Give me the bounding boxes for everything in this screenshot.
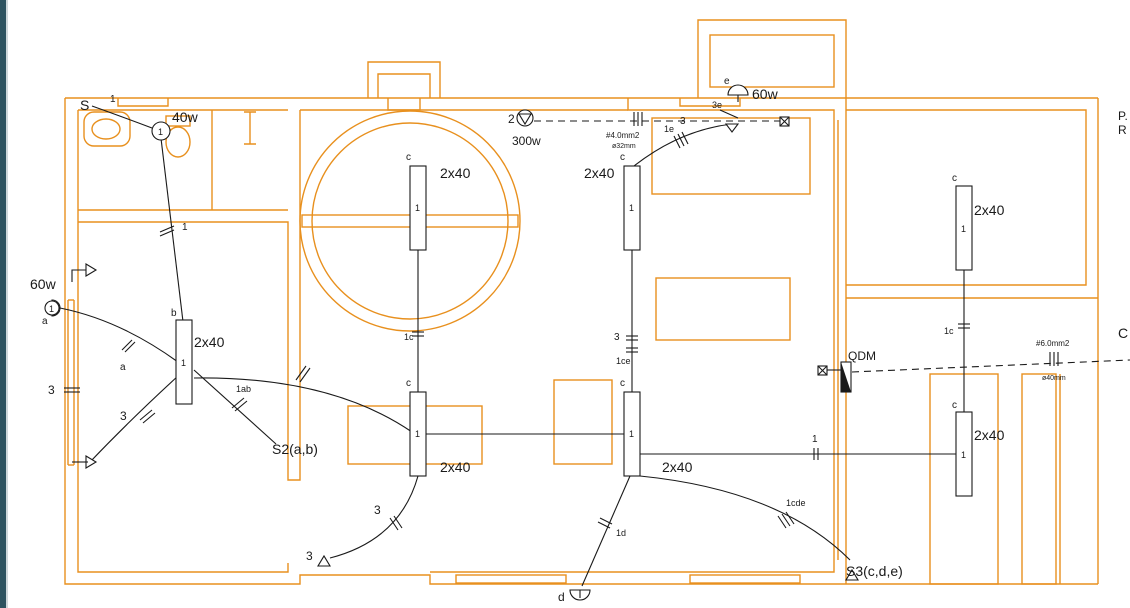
fixture-c-top-right: 1 c 2x40 bbox=[584, 152, 641, 251]
svg-text:1: 1 bbox=[629, 203, 634, 213]
svg-text:1: 1 bbox=[629, 429, 634, 439]
clipped-edge-text: P. R C bbox=[1118, 109, 1128, 341]
fixture-c-mid-center: 1 c 2x40 bbox=[406, 378, 471, 477]
fixture-c-far-right-top: 1 c 2x40 bbox=[952, 173, 1005, 271]
wire-labels: 1 1 a 3 3 1ab 1c 1ce 3 1e 3e 1 1c 3 1d 1… bbox=[48, 94, 954, 538]
svg-text:300w: 300w bbox=[512, 134, 541, 148]
svg-text:c: c bbox=[620, 378, 625, 389]
svg-text:C: C bbox=[1118, 325, 1128, 341]
panel-qdm: QDM bbox=[817, 349, 876, 393]
switch-top-left: S bbox=[80, 97, 89, 113]
svg-text:ø32mm: ø32mm bbox=[612, 143, 636, 150]
svg-text:3: 3 bbox=[680, 116, 686, 127]
svg-text:QDM: QDM bbox=[848, 349, 876, 363]
svg-text:1: 1 bbox=[415, 429, 420, 439]
svg-text:3: 3 bbox=[120, 409, 127, 423]
svg-text:3e: 3e bbox=[712, 100, 722, 110]
svg-text:ø40mm: ø40mm bbox=[1042, 375, 1066, 382]
wiring bbox=[59, 105, 965, 587]
svg-text:#6.0mm2: #6.0mm2 bbox=[1036, 339, 1070, 348]
switch-s3-cde: S3(c,d,e) bbox=[846, 563, 903, 579]
svg-text:1: 1 bbox=[158, 127, 163, 137]
svg-text:P.: P. bbox=[1118, 109, 1128, 123]
outlet-d: d bbox=[558, 589, 591, 604]
svg-text:S: S bbox=[80, 97, 89, 113]
svg-text:1: 1 bbox=[182, 222, 188, 233]
lamp-wall-left: 1 60w a bbox=[30, 276, 61, 327]
window-arrows-left bbox=[72, 263, 98, 469]
svg-text:60w: 60w bbox=[752, 86, 779, 102]
svg-text:d: d bbox=[558, 590, 565, 604]
svg-text:#4.0mm2: #4.0mm2 bbox=[606, 131, 640, 140]
svg-text:1c: 1c bbox=[404, 332, 414, 342]
junction-box-top bbox=[724, 116, 790, 133]
svg-text:1: 1 bbox=[49, 304, 54, 314]
svg-text:c: c bbox=[620, 152, 625, 163]
svg-text:S3(c,d,e): S3(c,d,e) bbox=[846, 563, 903, 579]
svg-text:3: 3 bbox=[614, 332, 620, 343]
feeder-right-spec: #6.0mm2 ø40mm bbox=[1036, 339, 1070, 382]
svg-text:1: 1 bbox=[110, 94, 116, 105]
svg-text:40w: 40w bbox=[172, 109, 199, 125]
svg-text:2x40: 2x40 bbox=[974, 427, 1005, 443]
svg-text:3: 3 bbox=[48, 383, 55, 397]
svg-text:1d: 1d bbox=[616, 528, 626, 538]
lamp-exterior: e 60w bbox=[724, 76, 779, 102]
svg-text:3: 3 bbox=[306, 549, 313, 563]
fixture-c-mid-right: 1 c 2x40 bbox=[620, 378, 693, 477]
svg-text:R: R bbox=[1118, 123, 1127, 137]
fixture-c-far-right-bottom: 1 c 2x40 bbox=[952, 400, 1005, 497]
svg-text:1ce: 1ce bbox=[616, 356, 631, 366]
svg-text:e: e bbox=[724, 76, 730, 87]
svg-text:1: 1 bbox=[961, 224, 966, 234]
svg-text:c: c bbox=[406, 152, 411, 163]
svg-text:1: 1 bbox=[961, 450, 966, 460]
svg-text:S2(a,b): S2(a,b) bbox=[272, 441, 318, 457]
svg-text:2x40: 2x40 bbox=[440, 165, 471, 181]
walls bbox=[64, 19, 1099, 585]
reflector-300w: 2 300w bbox=[508, 109, 541, 148]
feeder-top-spec: #4.0mm2 ø32mm bbox=[606, 131, 640, 150]
outlet-bottom: 3 bbox=[306, 549, 331, 567]
outlet-bottom-right bbox=[845, 568, 859, 581]
feeders bbox=[534, 120, 1130, 373]
svg-text:1ab: 1ab bbox=[236, 384, 251, 394]
svg-text:c: c bbox=[952, 400, 957, 411]
svg-text:60w: 60w bbox=[30, 276, 57, 292]
switch-s2-ab: S2(a,b) bbox=[272, 441, 318, 457]
svg-text:b: b bbox=[171, 308, 177, 319]
svg-text:2x40: 2x40 bbox=[194, 334, 225, 350]
svg-text:1: 1 bbox=[415, 203, 420, 213]
left-edge-border bbox=[0, 0, 8, 608]
svg-text:1: 1 bbox=[181, 358, 186, 368]
svg-text:c: c bbox=[952, 173, 957, 184]
svg-text:a: a bbox=[120, 362, 126, 373]
svg-text:2x40: 2x40 bbox=[440, 459, 471, 475]
svg-text:1cde: 1cde bbox=[786, 498, 806, 508]
svg-text:c: c bbox=[406, 378, 411, 389]
svg-text:2: 2 bbox=[508, 112, 515, 126]
svg-text:3: 3 bbox=[374, 503, 381, 517]
fluorescent-fixtures: 1 c 2x40 1 c 2x40 1 c 2x40 1 b 2x40 1 c … bbox=[171, 152, 1005, 497]
svg-text:2x40: 2x40 bbox=[974, 202, 1005, 218]
svg-text:1e: 1e bbox=[664, 124, 674, 134]
svg-text:2x40: 2x40 bbox=[662, 459, 693, 475]
lamp-bath: 1 40w bbox=[151, 109, 199, 141]
svg-text:2x40: 2x40 bbox=[584, 165, 615, 181]
fixture-c-top-center: 1 c 2x40 bbox=[406, 152, 471, 251]
svg-text:1: 1 bbox=[812, 434, 818, 445]
fixture-b-left: 1 b 2x40 bbox=[171, 308, 225, 405]
svg-text:1c: 1c bbox=[944, 326, 954, 336]
svg-text:a: a bbox=[42, 316, 48, 327]
conduit-ticks bbox=[64, 112, 1059, 531]
